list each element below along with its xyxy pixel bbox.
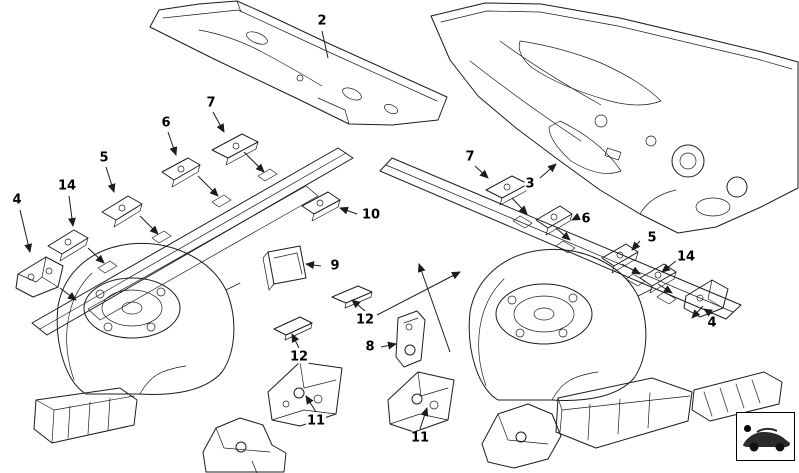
cowl-panel-part-2 (149, 0, 448, 126)
callout-6-right[interactable]: 6 (580, 211, 592, 227)
bottom-center-bracket (202, 417, 287, 473)
far-right-beam (691, 371, 783, 422)
bracket-7-left (211, 133, 259, 166)
callout-14-left[interactable]: 14 (56, 178, 78, 194)
right-wheelhouse (468, 248, 653, 401)
bracket-4-right (683, 279, 729, 318)
callout-4-right[interactable]: 4 (706, 315, 718, 331)
callout-7-right[interactable]: 7 (464, 149, 476, 165)
bracket-14-right (639, 263, 677, 294)
callout-3[interactable]: 3 (524, 176, 536, 192)
callout-2[interactable]: 2 (316, 13, 328, 29)
callout-14-right[interactable]: 14 (675, 249, 697, 265)
callout-12-lower[interactable]: 12 (288, 349, 310, 365)
bracket-14-left (47, 229, 89, 262)
callout-10[interactable]: 10 (360, 207, 382, 223)
callout-11-left[interactable]: 11 (305, 413, 327, 429)
bracket-10 (301, 191, 341, 222)
car-side-silhouette-icon (743, 427, 790, 452)
callout-11-right[interactable]: 11 (409, 430, 431, 446)
bottom-left-beam (33, 387, 138, 444)
callout-7-left[interactable]: 7 (205, 95, 217, 111)
left-wheelhouse (56, 242, 241, 395)
callout-9[interactable]: 9 (329, 258, 341, 274)
callout-5-right[interactable]: 5 (646, 230, 658, 246)
bottom-right-beam (555, 377, 693, 449)
callout-5-left[interactable]: 5 (98, 150, 110, 166)
callout-8[interactable]: 8 (364, 339, 376, 355)
bracket-12-upper (331, 285, 373, 309)
bracket-9 (262, 245, 307, 291)
left-frame-rail (31, 147, 354, 336)
bottom-right-bracket (481, 403, 562, 469)
bracket-5-right (601, 243, 639, 274)
bracket-5-left (101, 195, 143, 228)
callout-4-left[interactable]: 4 (11, 192, 23, 208)
callout-12-upper[interactable]: 12 (354, 312, 376, 328)
bracket-8 (395, 310, 426, 368)
callout-6-left[interactable]: 6 (160, 115, 172, 131)
firewall-panel-part-3 (430, 2, 799, 234)
leader-lines (19, 30, 713, 430)
gusset-11-right (387, 371, 455, 433)
bracket-6-left (161, 157, 201, 188)
bracket-4-left (15, 256, 64, 298)
car-thumbnail[interactable] (736, 412, 795, 461)
right-frame-rail (379, 157, 742, 320)
location-dot-icon (744, 425, 751, 432)
